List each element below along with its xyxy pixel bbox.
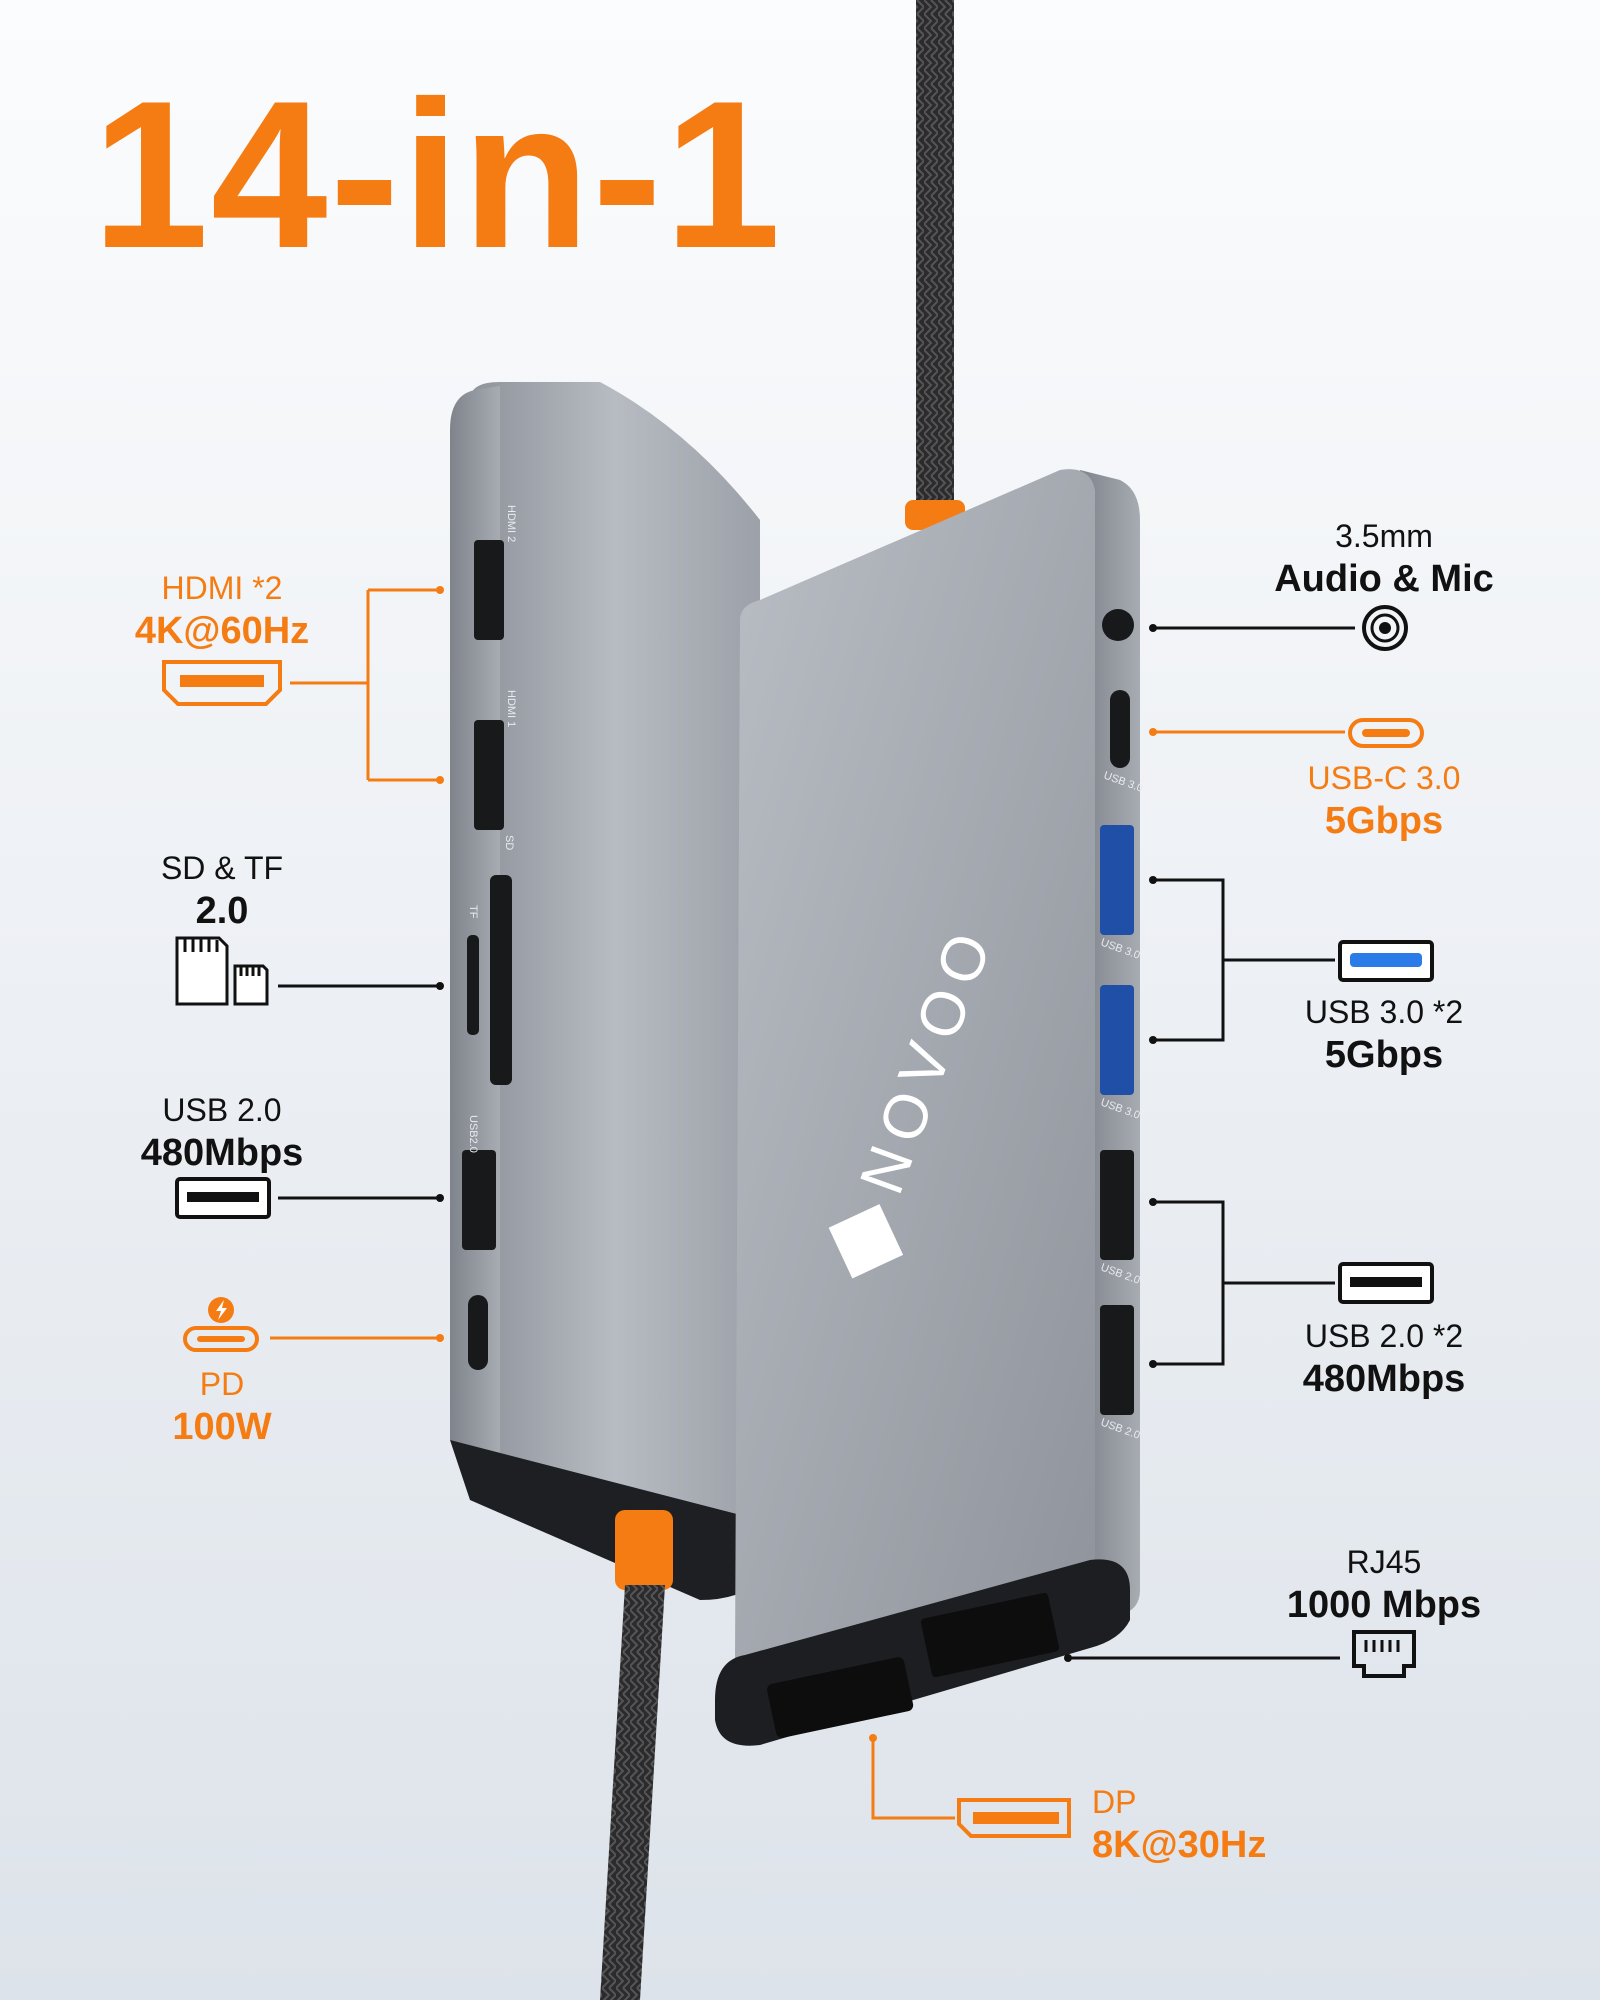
- label-dp-line2: 8K@30Hz: [1092, 1824, 1267, 1866]
- engr-usb2: USB2.0: [467, 1115, 479, 1153]
- label-usbc-line1: USB-C 3.0: [1307, 760, 1461, 796]
- usb-a-icon: [175, 1177, 271, 1219]
- front-hub-ports: [767, 609, 1134, 1738]
- rj45-dot: [1064, 1654, 1072, 1662]
- label-usb2-right-line2: 480Mbps: [1302, 1358, 1466, 1400]
- front-hub-body: [735, 469, 1095, 1661]
- label-sd-tf-line1: SD & TF: [160, 850, 284, 886]
- rj45-port: [920, 1592, 1060, 1678]
- usb3-dot-1: [1149, 876, 1157, 884]
- label-pd: PD 100W: [52, 1364, 392, 1452]
- sd-dot: [436, 982, 444, 990]
- leader-lines: [270, 586, 1355, 1820]
- usb3-port-a: [1100, 825, 1134, 935]
- label-hdmi: HDMI *2 4K@60Hz: [52, 568, 392, 656]
- cable-top: [916, 0, 954, 520]
- label-hdmi-line1: HDMI *2: [161, 570, 283, 606]
- usbc-dot: [1149, 728, 1157, 736]
- label-usb2-right-line1: USB 2.0 *2: [1304, 1318, 1464, 1354]
- label-dp: DP 8K@30Hz: [1092, 1782, 1392, 1870]
- label-audio-line1: 3.5mm: [1335, 518, 1433, 554]
- dp-dot: [869, 1734, 877, 1742]
- usb2-port-b: [1100, 1305, 1134, 1415]
- usb2-icon: [1338, 1262, 1434, 1304]
- label-usb2-left-line1: USB 2.0: [162, 1092, 282, 1128]
- engr-hdmi2: HDMI 2: [505, 505, 517, 542]
- usb2-port-a: [1100, 1150, 1134, 1260]
- hdmi1-port: [474, 720, 504, 830]
- hdmi2-port: [474, 540, 504, 640]
- tf-slot: [467, 935, 479, 1035]
- back-hub-bottom: [450, 1440, 760, 1600]
- hdmi-leader: [290, 588, 440, 782]
- label-usbc: USB-C 3.0 5Gbps: [1214, 758, 1554, 846]
- label-usbc-line2: 5Gbps: [1324, 800, 1444, 842]
- usb-c-icon: [1348, 718, 1424, 748]
- cable-bottom: [600, 1585, 665, 2000]
- usb2-left-dot: [436, 1194, 444, 1202]
- pd-dot: [436, 1334, 444, 1342]
- headline: 14-in-1: [92, 57, 783, 292]
- cable-bottom-collar: [615, 1510, 673, 1590]
- label-hdmi-line2: 4K@60Hz: [134, 610, 310, 652]
- label-usb2-right: USB 2.0 *2 480Mbps: [1214, 1316, 1554, 1404]
- label-rj45-line2: 1000 Mbps: [1286, 1584, 1482, 1626]
- label-usb2-left-line2: 480Mbps: [140, 1132, 304, 1174]
- usb-c-pd-icon: [183, 1297, 259, 1352]
- label-dp-line1: DP: [1092, 1784, 1137, 1820]
- usb3-dot-2: [1149, 1036, 1157, 1044]
- hdmi-dot-2: [436, 776, 444, 784]
- usb2-port: [462, 1150, 496, 1250]
- label-usb2-left: USB 2.0 480Mbps: [52, 1090, 392, 1178]
- audio-jack-port: [1102, 609, 1134, 641]
- pd-port: [468, 1295, 488, 1370]
- label-audio: 3.5mm Audio & Mic: [1214, 516, 1554, 604]
- label-rj45-line1: RJ45: [1346, 1544, 1422, 1580]
- sd-slot: [490, 875, 512, 1085]
- usb2-right-leader: [1153, 1200, 1335, 1366]
- dp-port: [767, 1657, 914, 1738]
- sd-card-icon: [175, 936, 269, 1006]
- engr-hdmi1: HDMI 1: [505, 690, 517, 727]
- hdmi-icon: [162, 660, 282, 706]
- usb3-leader: [1153, 878, 1335, 1042]
- label-sd-tf-line2: 2.0: [195, 890, 249, 932]
- label-audio-line2: Audio & Mic: [1274, 558, 1494, 600]
- audio-dot: [1149, 624, 1157, 632]
- audio-jack-icon: [1362, 605, 1408, 651]
- usb2-right-dot-2: [1149, 1360, 1157, 1368]
- label-pd-line1: PD: [199, 1366, 245, 1402]
- label-sd-tf: SD & TF 2.0: [52, 848, 392, 936]
- label-rj45: RJ45 1000 Mbps: [1214, 1542, 1554, 1630]
- usbc-port: [1110, 690, 1130, 768]
- back-hub-body: [470, 382, 760, 1545]
- label-pd-line2: 100W: [172, 1406, 272, 1448]
- dp-leader: [871, 1738, 955, 1820]
- label-usb3-line1: USB 3.0 *2: [1304, 994, 1464, 1030]
- engr-sd: SD: [503, 835, 515, 850]
- displayport-icon: [957, 1798, 1071, 1838]
- usb3-icon: [1338, 940, 1434, 982]
- back-hub-ports: [462, 540, 512, 1370]
- usb3-port-b: [1100, 985, 1134, 1095]
- ethernet-icon: [1352, 1630, 1416, 1678]
- label-usb3: USB 3.0 *2 5Gbps: [1214, 992, 1554, 1080]
- engr-tf: TF: [467, 905, 479, 919]
- label-usb3-line2: 5Gbps: [1324, 1034, 1444, 1076]
- hdmi-dot-1: [436, 586, 444, 594]
- usb2-right-dot-1: [1149, 1198, 1157, 1206]
- brand-logo-mark: [828, 1204, 904, 1279]
